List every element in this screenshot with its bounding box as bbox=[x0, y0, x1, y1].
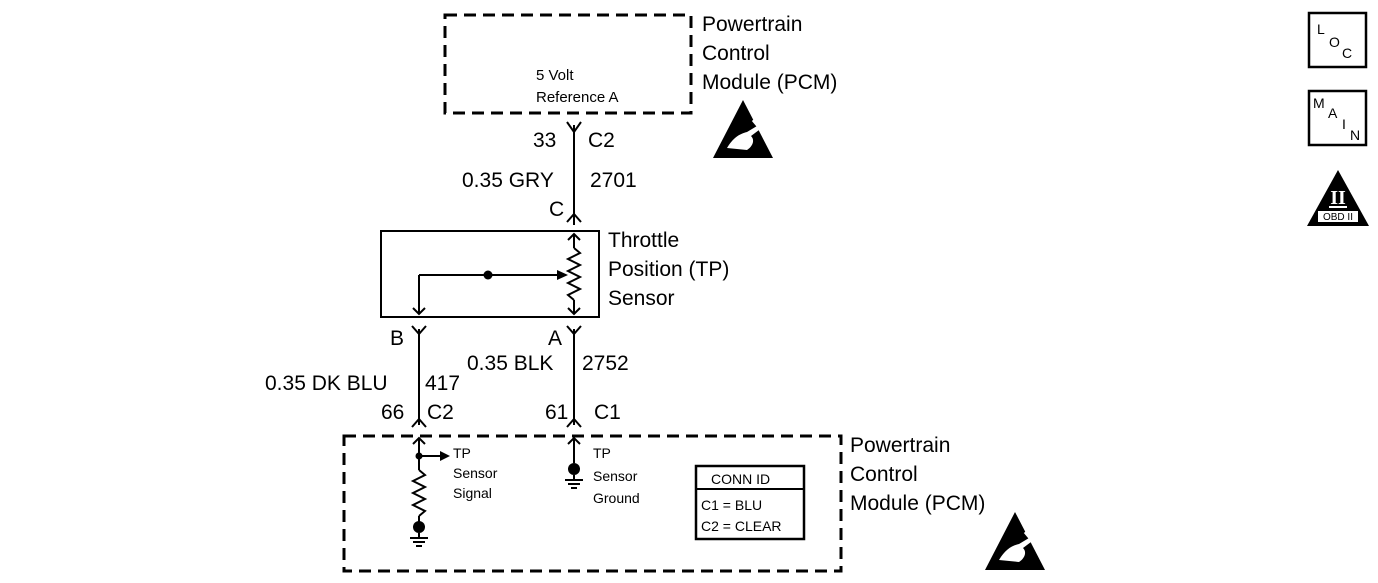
pcm-ground-circuit bbox=[565, 436, 583, 489]
pcm-ground-desc-1: TP bbox=[593, 445, 611, 461]
pcm-signal-circuit bbox=[410, 436, 450, 547]
pcm-signal-desc-2: Sensor bbox=[453, 465, 498, 481]
tp-sensor-label-1: Throttle bbox=[608, 229, 679, 252]
wire-top-pin: 33 bbox=[533, 129, 556, 152]
tp-sensor-internals bbox=[412, 232, 583, 316]
pcm-signal-desc-1: TP bbox=[453, 445, 471, 461]
main-icon-n: N bbox=[1350, 127, 1360, 143]
wire-top-circuit: 2701 bbox=[590, 169, 637, 192]
wire-ground-circuit: 2752 bbox=[582, 352, 629, 375]
ground-icon bbox=[410, 533, 428, 547]
loc-icon[interactable]: L O C bbox=[1307, 11, 1368, 69]
esd-warning-icon bbox=[713, 100, 773, 158]
tp-sensor-label-2: Position (TP) bbox=[608, 258, 729, 281]
resistor-icon bbox=[565, 247, 583, 301]
pcm-bottom-box bbox=[342, 434, 843, 573]
connector-top-female bbox=[566, 121, 582, 134]
main-icon[interactable]: M A I N bbox=[1307, 89, 1368, 147]
wire-ground-gauge-color: 0.35 BLK bbox=[467, 352, 553, 375]
connector-sensor-c bbox=[566, 212, 582, 223]
connector-pcm-66 bbox=[411, 417, 427, 428]
wire-ground-connector: C1 bbox=[594, 401, 621, 424]
conn-id-title: CONN ID bbox=[711, 471, 770, 487]
wire-top-connector: C2 bbox=[588, 129, 615, 152]
pcm-top-terminal-desc-2: Reference A bbox=[536, 89, 619, 106]
wire-signal-connector: C2 bbox=[427, 401, 454, 424]
esd-warning-icon bbox=[985, 512, 1045, 570]
wire-signal-gauge-color: 0.35 DK BLU bbox=[265, 372, 388, 395]
loc-icon-o: O bbox=[1329, 34, 1340, 50]
conn-id-box: CONN ID C1 = BLU C2 = CLEAR bbox=[694, 464, 806, 541]
wire-signal-pin: 66 bbox=[381, 401, 404, 424]
pcm-top-label-1: Powertrain bbox=[702, 13, 802, 36]
main-icon-m: M bbox=[1313, 95, 1325, 111]
wire-top-sensor-pin: C bbox=[549, 198, 564, 221]
connector-pcm-61 bbox=[566, 417, 582, 428]
pcm-bottom-label-1: Powertrain bbox=[850, 434, 950, 457]
loc-icon-l: L bbox=[1317, 21, 1325, 37]
tp-sensor-box bbox=[380, 230, 600, 318]
wire-signal-circuit: 417 bbox=[425, 372, 460, 395]
pcm-top-box bbox=[443, 13, 693, 115]
ground-icon bbox=[565, 475, 583, 489]
pcm-signal-desc-3: Signal bbox=[453, 485, 492, 501]
wire-signal-sensor-pin: B bbox=[390, 327, 404, 350]
resistor-icon bbox=[410, 469, 428, 517]
wire-top-gauge-color: 0.35 GRY bbox=[462, 169, 554, 192]
pcm-ground-desc-2: Sensor bbox=[593, 468, 638, 484]
pcm-top-terminal-desc-1: 5 Volt bbox=[536, 67, 574, 84]
wire-ground-sensor-pin: A bbox=[548, 327, 562, 350]
wire-ground-pin: 61 bbox=[545, 401, 568, 424]
loc-icon-c: C bbox=[1342, 45, 1352, 61]
pcm-top-label-2: Control bbox=[702, 42, 770, 65]
obd-ii-icon-label: OBD II bbox=[1323, 212, 1353, 223]
conn-id-row-2: C2 = CLEAR bbox=[701, 518, 782, 534]
obd-ii-icon[interactable]: II OBD II bbox=[1307, 170, 1369, 226]
pcm-ground-desc-3: Ground bbox=[593, 490, 640, 506]
tp-sensor-label-3: Sensor bbox=[608, 287, 675, 310]
main-icon-i: I bbox=[1342, 116, 1346, 132]
pcm-bottom-label-2: Control bbox=[850, 463, 918, 486]
main-icon-a: A bbox=[1328, 105, 1338, 121]
conn-id-row-1: C1 = BLU bbox=[701, 497, 762, 513]
pcm-top-label-3: Module (PCM) bbox=[702, 71, 837, 94]
obd-ii-icon-numeral: II bbox=[1330, 187, 1346, 209]
pcm-bottom-label-3: Module (PCM) bbox=[850, 492, 985, 515]
